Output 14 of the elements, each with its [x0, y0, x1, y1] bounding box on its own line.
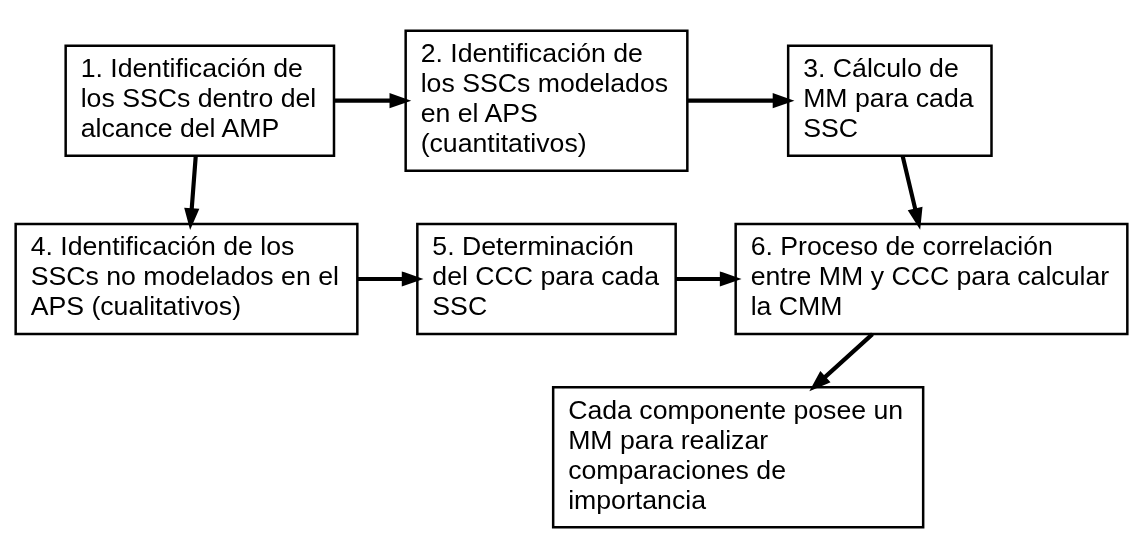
node-box: Cada componente posee un MM para realizar comparaciones de importancia — [551, 385, 925, 529]
node-box: 6. Proceso de correlación entre MM y CCC para calcular la CMM — [734, 222, 1129, 335]
arrow — [184, 155, 200, 230]
node-box: 2. Identificación de los SSCs modelados en el APS (cuantitativos) — [404, 28, 689, 172]
arrow — [688, 92, 795, 108]
arrow — [809, 332, 874, 391]
arrow — [900, 154, 923, 230]
node-box: 3. Cálculo de MM para cada SSC — [786, 43, 993, 157]
node-box: 5. Determinación del CCC para cada SSC — [416, 222, 677, 335]
node-box: 4. Identificación de los SSCs no modelados en el APS (cualitativos) — [14, 222, 359, 335]
node-box: 1. Identificación de los SSCs dentro del alcance del AMP — [64, 43, 336, 157]
arrow — [334, 92, 412, 108]
arrow — [675, 270, 742, 287]
arrow — [357, 270, 424, 287]
